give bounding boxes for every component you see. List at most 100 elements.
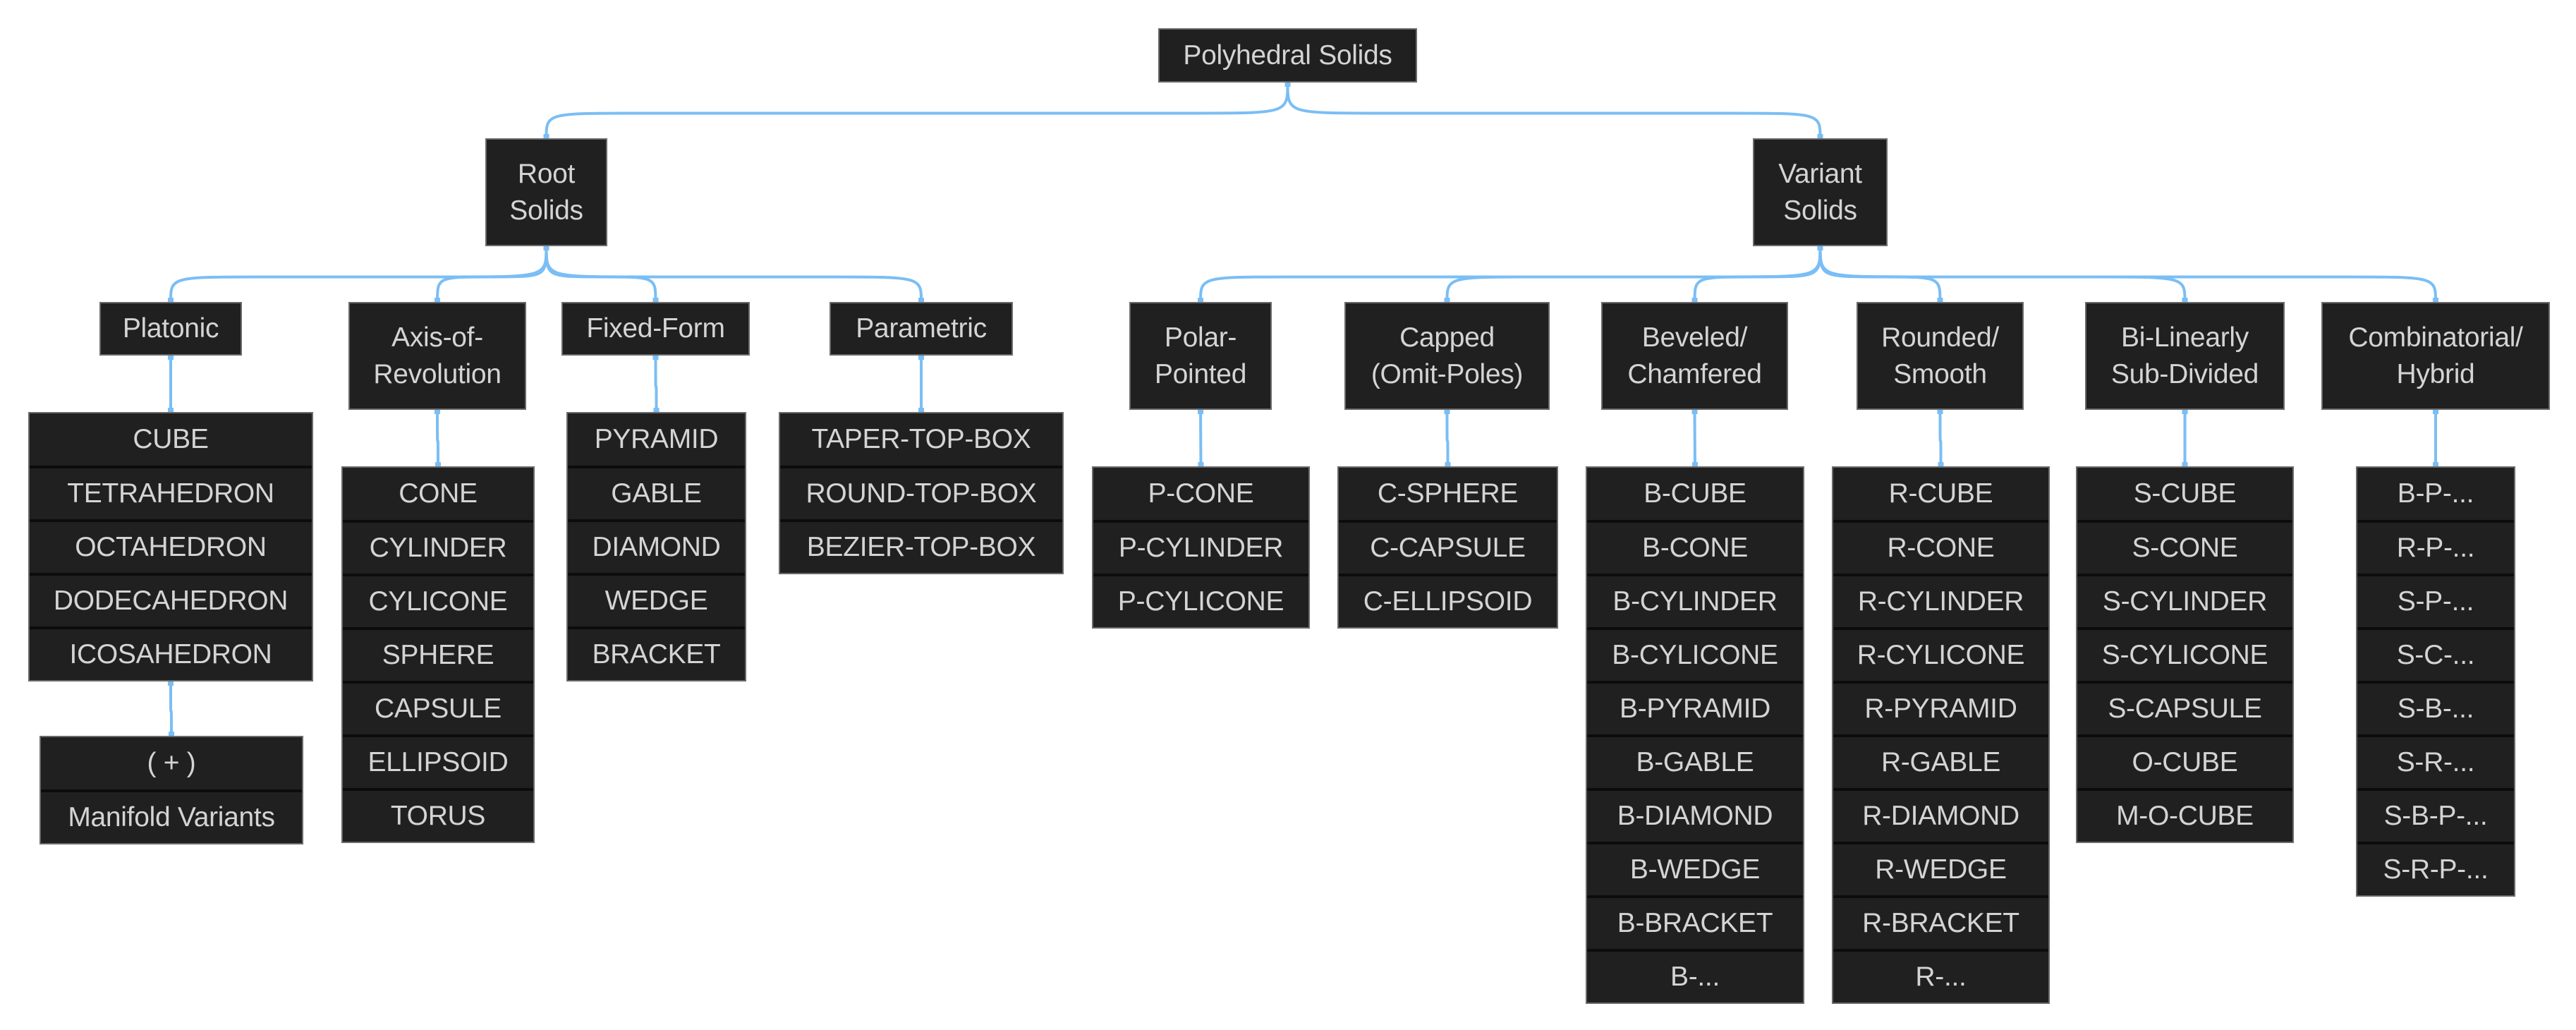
node-label: Beveled/ Chamfered: [1627, 322, 1762, 389]
list-item[interactable]: R-DIAMOND: [1833, 788, 2048, 842]
edge-beveled-to-list: [1693, 409, 1696, 467]
list-item[interactable]: DIAMOND: [568, 519, 745, 573]
list-item[interactable]: PYRAMID: [594, 424, 719, 454]
list-item[interactable]: C-CAPSULE: [1339, 520, 1557, 574]
node-label: Axis-of- Revolution: [373, 322, 502, 389]
list-item[interactable]: B-P-...: [2397, 478, 2474, 509]
list-item[interactable]: R-CUBE: [1888, 478, 1993, 509]
list-item[interactable]: B-DIAMOND: [1587, 788, 1803, 842]
list-item[interactable]: S-CYLICONE: [2077, 627, 2292, 681]
group-node-root-solids[interactable]: Root Solids: [485, 138, 607, 246]
list-item[interactable]: S-R-...: [2357, 734, 2514, 788]
edge-end-marker: [1692, 462, 1698, 468]
list-item[interactable]: SPHERE: [343, 627, 533, 681]
list-item[interactable]: R-WEDGE: [1833, 842, 2048, 895]
edge-root-to-root-solids: [545, 82, 1289, 139]
list-item[interactable]: CAPSULE: [343, 681, 533, 734]
list-item[interactable]: CUBE: [133, 424, 209, 454]
list-item[interactable]: B-CYLINDER: [1587, 574, 1803, 627]
list-item[interactable]: S-CUBE: [2133, 478, 2237, 509]
list-item[interactable]: ( + ): [147, 748, 196, 778]
category-node-bi-linearly-sub-divided[interactable]: Bi-Linearly Sub-Divided: [2085, 302, 2285, 410]
list-item[interactable]: OCTAHEDRON: [30, 519, 312, 573]
list-item[interactable]: S-R-P-...: [2357, 842, 2514, 895]
category-node-parametric[interactable]: Parametric: [830, 302, 1013, 356]
edge-end-marker: [1444, 298, 1450, 303]
list-item[interactable]: TETRAHEDRON: [30, 466, 312, 519]
category-node-combinatorial-hybrid[interactable]: Combinatorial/ Hybrid: [2321, 302, 2550, 410]
list-item[interactable]: R-CONE: [1833, 520, 2048, 574]
list-item[interactable]: S-CAPSULE: [2077, 681, 2292, 734]
list-item[interactable]: DODECAHEDRON: [30, 573, 312, 626]
edge-root-solids-to-axis: [436, 246, 548, 303]
category-node-platonic[interactable]: Platonic: [99, 302, 242, 356]
list-item[interactable]: GABLE: [568, 466, 745, 519]
list-item[interactable]: S-B-P-...: [2357, 788, 2514, 842]
edge-start-marker: [1937, 408, 1943, 414]
category-node-axis-of-revolution[interactable]: Axis-of- Revolution: [348, 302, 526, 410]
category-node-beveled-chamfered[interactable]: Beveled/ Chamfered: [1601, 302, 1788, 410]
category-node-fixed-form[interactable]: Fixed-Form: [561, 302, 750, 356]
list-item[interactable]: S-CYLINDER: [2077, 574, 2292, 627]
list-item[interactable]: B-WEDGE: [1587, 842, 1803, 895]
list-item[interactable]: BRACKET: [568, 626, 745, 680]
list-item[interactable]: BEZIER-TOP-BOX: [780, 519, 1062, 573]
list-item[interactable]: ROUND-TOP-BOX: [780, 466, 1062, 519]
list-item[interactable]: Manifold Variants: [41, 789, 302, 843]
list-item[interactable]: P-CYLINDER: [1093, 520, 1308, 574]
list-item[interactable]: CYLICONE: [343, 574, 533, 627]
list-item[interactable]: S-P-...: [2357, 574, 2514, 627]
list-item[interactable]: O-CUBE: [2077, 734, 2292, 788]
edge-end-marker: [169, 732, 174, 737]
list-item[interactable]: TAPER-TOP-BOX: [811, 424, 1031, 454]
edge-axis-to-list: [436, 409, 439, 467]
list-item[interactable]: S-B-...: [2357, 681, 2514, 734]
list-item[interactable]: TORUS: [343, 788, 533, 842]
list-item[interactable]: B-CYLICONE: [1587, 627, 1803, 681]
edge-end-marker: [2182, 298, 2188, 303]
list-item[interactable]: R-CYLINDER: [1833, 574, 2048, 627]
edge-capped-to-list: [1445, 409, 1450, 467]
list-item[interactable]: S-CONE: [2077, 520, 2292, 574]
list-item[interactable]: B-GABLE: [1587, 734, 1803, 788]
list-item[interactable]: C-SPHERE: [1377, 478, 1519, 509]
category-node-capped[interactable]: Capped (Omit-Poles): [1344, 302, 1550, 410]
list-item[interactable]: R-CYLICONE: [1833, 627, 2048, 681]
group-node-variant-solids[interactable]: Variant Solids: [1753, 138, 1888, 246]
list-item[interactable]: R-...: [1833, 949, 2048, 1002]
list-item[interactable]: S-C-...: [2357, 627, 2514, 681]
edge-start-marker: [2182, 408, 2188, 414]
edge-fixed-to-list: [654, 355, 658, 413]
list-item[interactable]: ICOSAHEDRON: [30, 626, 312, 680]
list-item[interactable]: CYLINDER: [343, 520, 533, 574]
list-item[interactable]: B-CUBE: [1644, 478, 1746, 509]
list-item[interactable]: P-CYLICONE: [1093, 574, 1308, 627]
list-item[interactable]: M-O-CUBE: [2077, 788, 2292, 842]
list-item[interactable]: R-BRACKET: [1833, 895, 2048, 949]
list-item[interactable]: P-CONE: [1148, 478, 1254, 509]
list-item[interactable]: B-...: [1587, 949, 1803, 1002]
list-item[interactable]: ELLIPSOID: [343, 734, 533, 788]
list-item[interactable]: B-BRACKET: [1587, 895, 1803, 949]
edge-end-marker: [653, 408, 660, 413]
node-label: Platonic: [122, 313, 219, 344]
category-node-rounded-smooth[interactable]: Rounded/ Smooth: [1857, 302, 2024, 410]
list-item[interactable]: CONE: [399, 478, 478, 509]
category-node-polar-pointed[interactable]: Polar- Pointed: [1129, 302, 1272, 410]
list-item[interactable]: R-PYRAMID: [1833, 681, 2048, 734]
edge-end-marker: [168, 298, 174, 303]
list-item[interactable]: R-P-...: [2357, 520, 2514, 574]
node-label: Combinatorial/ Hybrid: [2348, 322, 2523, 389]
list-item[interactable]: C-ELLIPSOID: [1339, 574, 1557, 627]
list-item[interactable]: B-PYRAMID: [1587, 681, 1803, 734]
list-item[interactable]: B-CONE: [1587, 520, 1803, 574]
list-item[interactable]: R-GABLE: [1833, 734, 2048, 788]
root-node-polyhedral-solids[interactable]: Polyhedral Solids: [1158, 28, 1417, 83]
edge-end-marker: [435, 462, 441, 468]
list-item[interactable]: WEDGE: [568, 573, 745, 626]
